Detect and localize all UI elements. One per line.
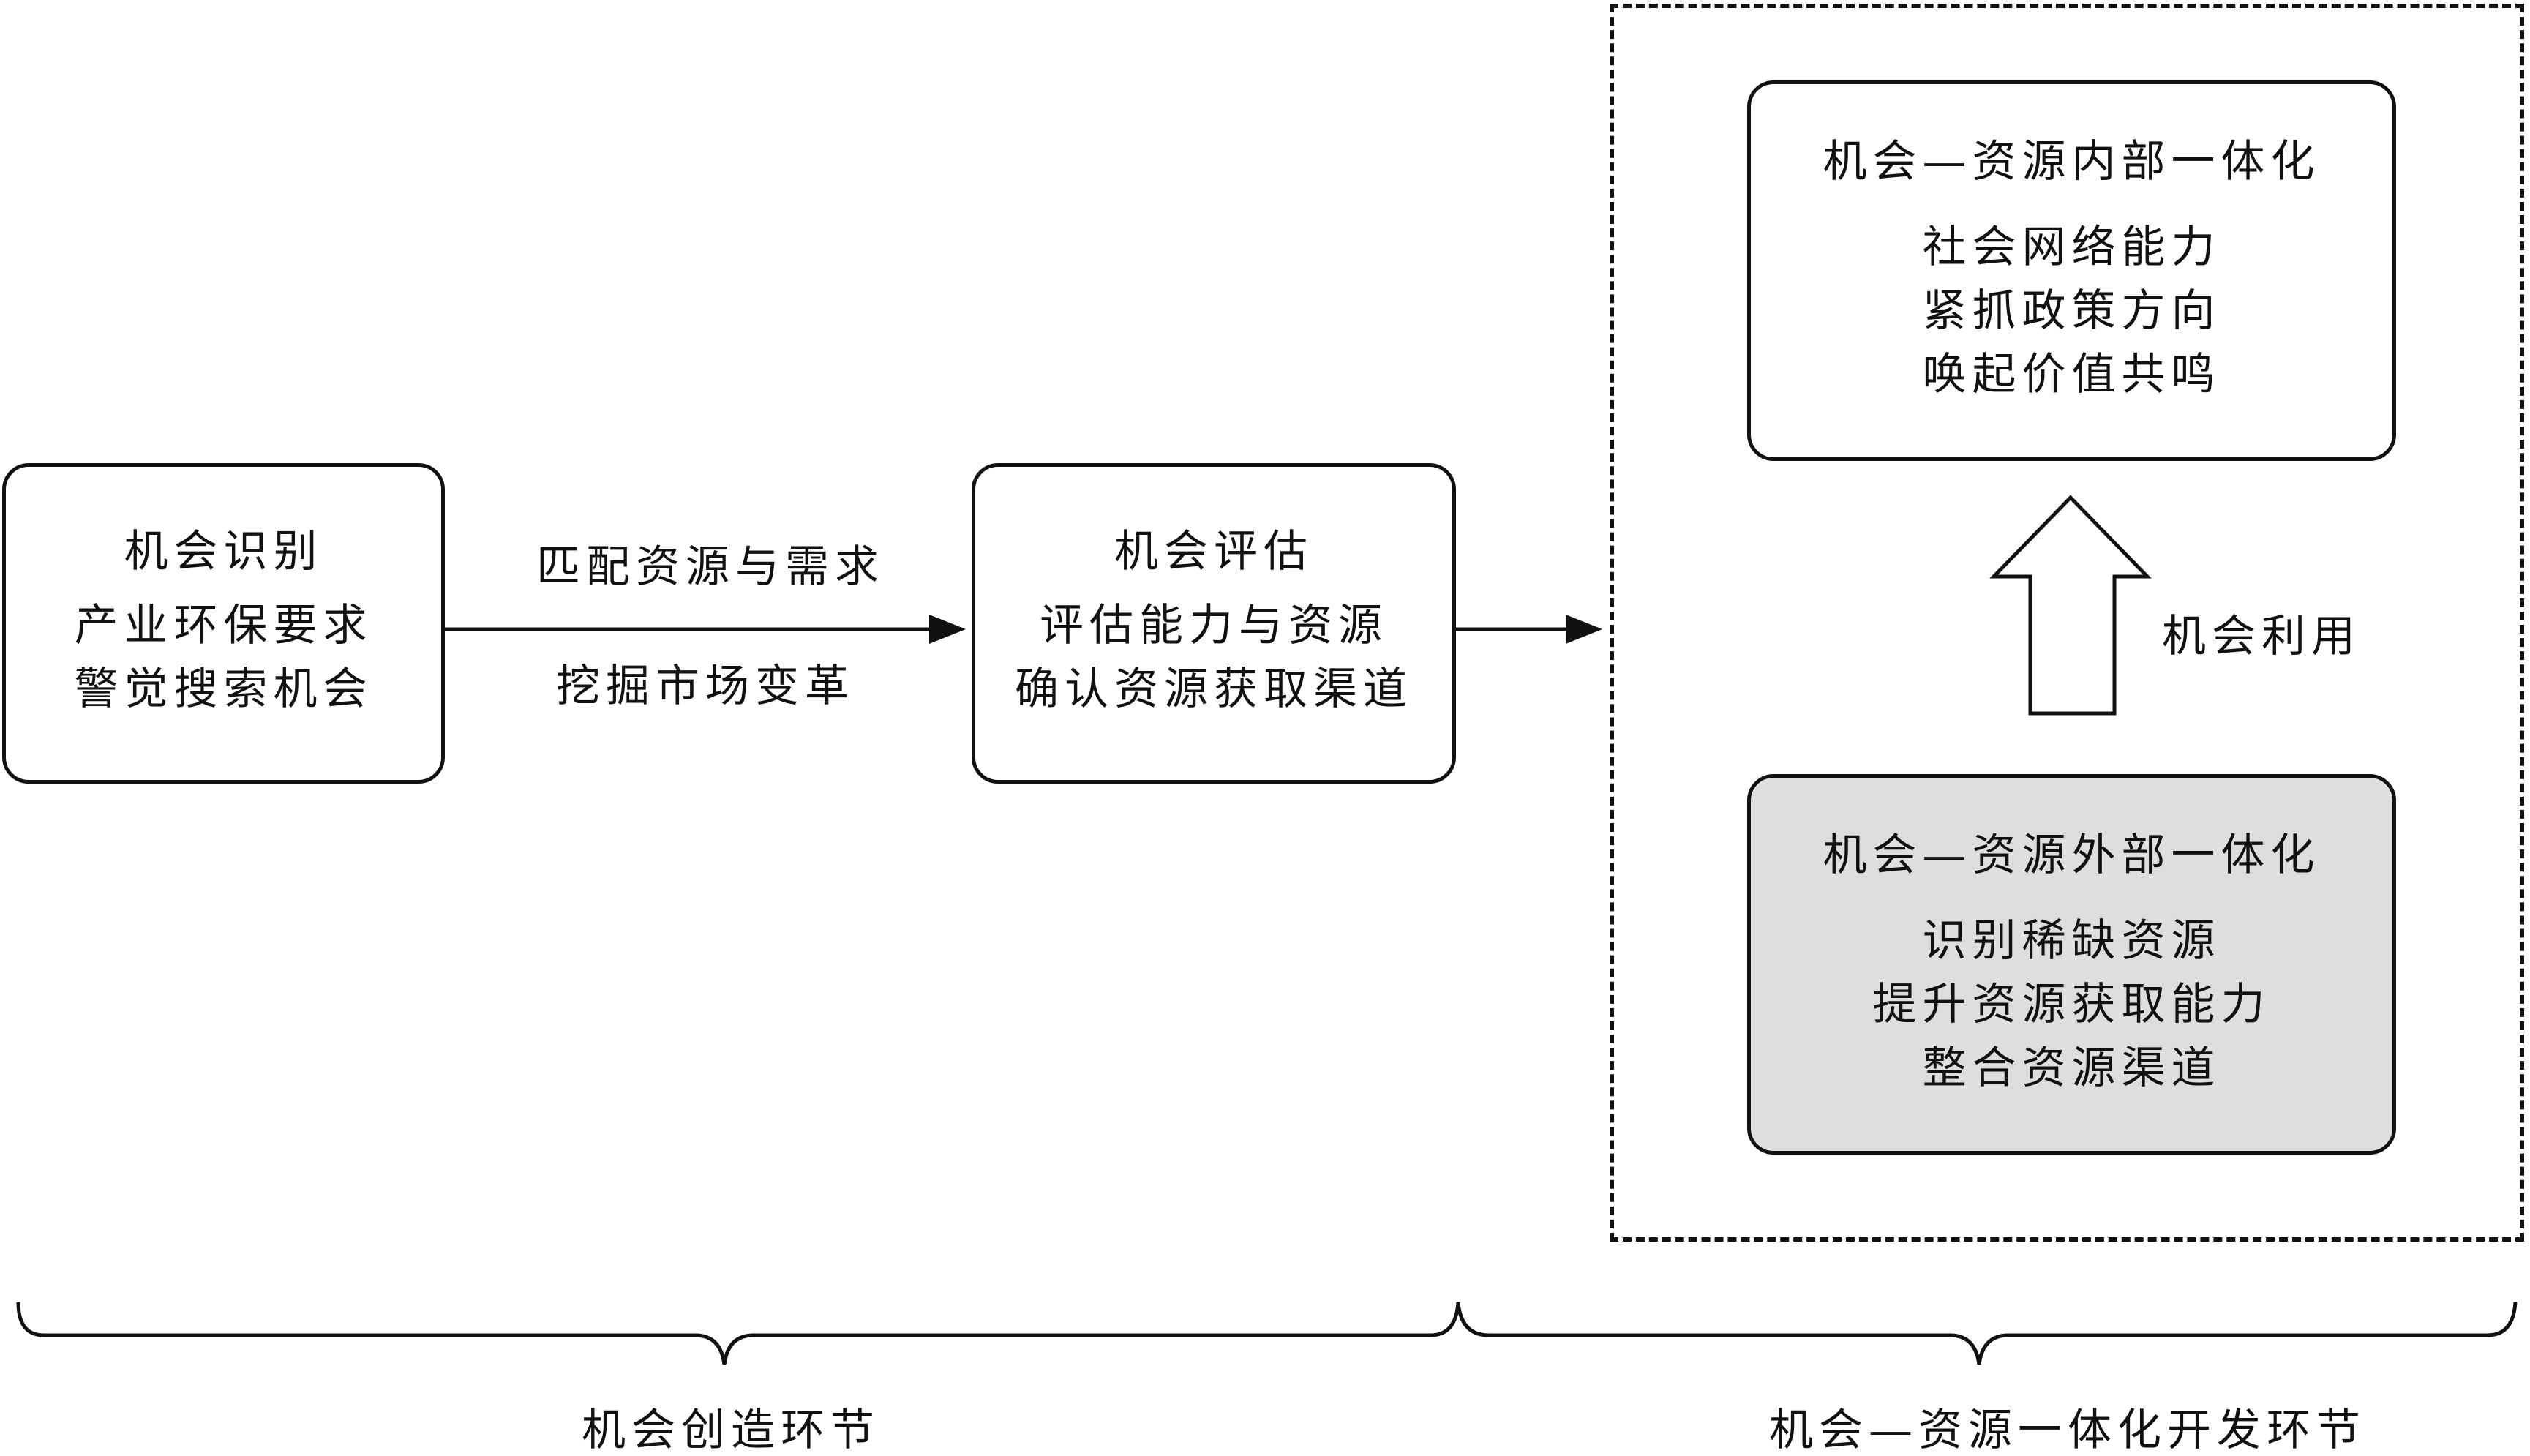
edge-label-mine: 挖掘市场变革 — [556, 661, 855, 712]
box-lines: 产业环保要求 警觉搜索机会 — [75, 594, 373, 721]
box-line: 整合资源渠道 — [1922, 1042, 2221, 1094]
edge-label-utilize: 机会利用 — [2162, 611, 2361, 662]
brace-creation — [16, 1302, 1460, 1365]
box-line: 确认资源获取渠道 — [1015, 664, 1413, 715]
brace-integration — [1456, 1302, 2518, 1365]
box-line: 识别稀缺资源 — [1922, 915, 2221, 967]
box-opportunity-evaluation: 机会评估 评估能力与资源 确认资源获取渠道 — [972, 463, 1456, 784]
box-lines: 识别稀缺资源 提升资源获取能力 整合资源渠道 — [1873, 909, 2271, 1100]
edge-label-match: 匹配资源与需求 — [536, 541, 885, 593]
phase-label-creation: 机会创造环节 — [582, 1405, 880, 1456]
integration-stage-container — [1610, 4, 2524, 1242]
box-internal-integration: 机会—资源内部一体化 社会网络能力 紧抓政策方向 唤起价值共鸣 — [1747, 80, 2396, 461]
box-title: 机会—资源内部一体化 — [1823, 135, 2321, 187]
box-line: 社会网络能力 — [1922, 221, 2221, 273]
utilize-up-arrow — [1989, 495, 2152, 716]
box-line: 评估能力与资源 — [1040, 600, 1388, 651]
box-line: 唤起价值共鸣 — [1922, 348, 2221, 400]
box-title: 机会识别 — [124, 526, 323, 577]
box-lines: 评估能力与资源 确认资源获取渠道 — [1015, 594, 1413, 721]
box-title: 机会评估 — [1114, 526, 1313, 577]
box-lines: 社会网络能力 紧抓政策方向 唤起价值共鸣 — [1923, 216, 2221, 407]
phase-label-integration: 机会—资源一体化开发环节 — [1769, 1405, 2366, 1456]
box-external-integration: 机会—资源外部一体化 识别稀缺资源 提升资源获取能力 整合资源渠道 — [1747, 774, 2396, 1155]
box-line: 紧抓政策方向 — [1922, 285, 2221, 337]
box-opportunity-identification: 机会识别 产业环保要求 警觉搜索机会 — [2, 463, 445, 784]
box-title: 机会—资源外部一体化 — [1823, 829, 2321, 881]
box-line: 提升资源获取能力 — [1872, 978, 2271, 1030]
box-line: 产业环保要求 — [74, 600, 373, 651]
box-line: 警觉搜索机会 — [74, 664, 373, 715]
